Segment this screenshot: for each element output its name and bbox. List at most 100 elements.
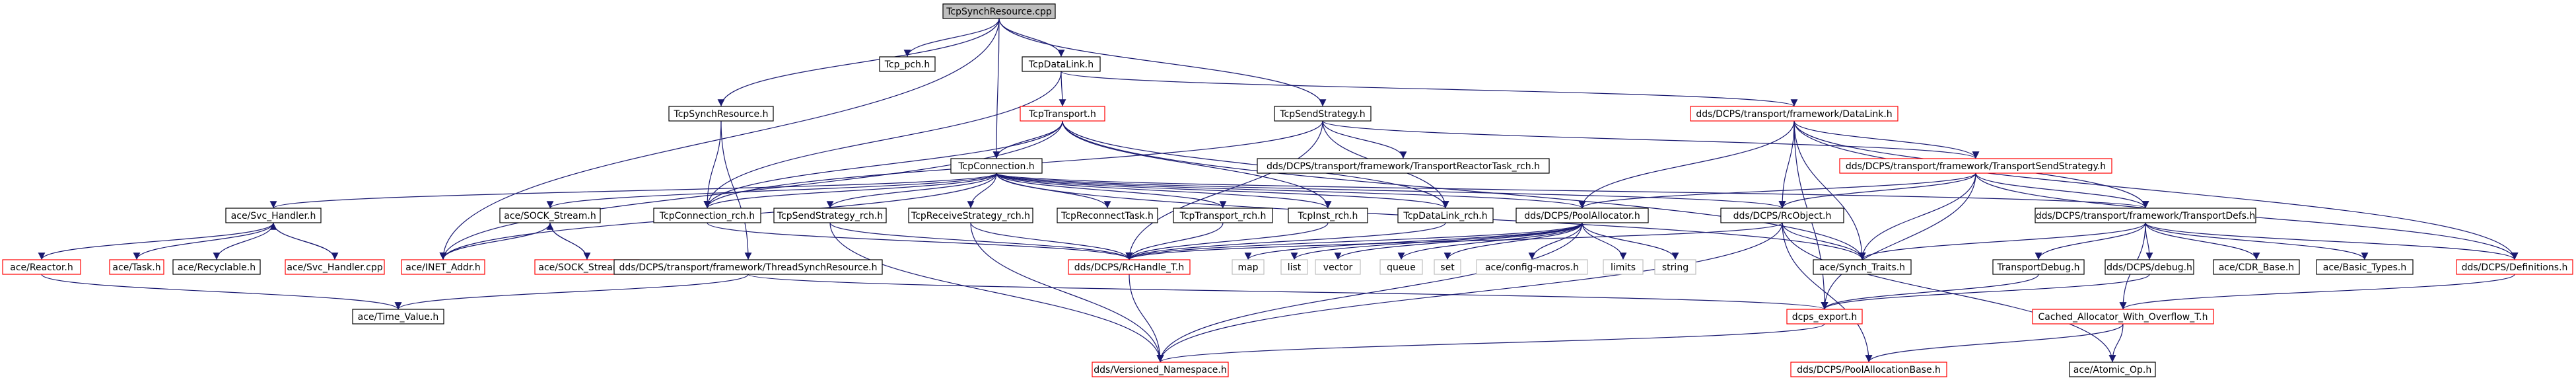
graph-node-task[interactable]: ace/Task.h	[109, 259, 164, 275]
graph-node-tcpinst-rch[interactable]: TcpInst_rch.h	[1288, 208, 1368, 223]
include-edge	[996, 173, 1786, 209]
graph-node-root[interactable]: TcpSynchResource.cpp	[942, 3, 1056, 19]
graph-node-tcpconnection-rch[interactable]: TcpConnection_rch.h	[653, 208, 761, 223]
graph-node-rchandle-t[interactable]: dds/DCPS/RcHandle_T.h	[1068, 259, 1191, 275]
node-box	[1022, 56, 1101, 72]
graph-node-synch-traits[interactable]: ace/Synch_Traits.h	[1813, 259, 1912, 275]
node-box	[2316, 259, 2414, 275]
node-label: dds/DCPS/transport/framework/DataLink.h	[1696, 109, 1892, 120]
include-edge	[1975, 173, 2149, 209]
include-edge	[1290, 222, 1583, 260]
include-edge	[439, 222, 551, 260]
graph-node-tcpdatalink-rch[interactable]: TcpDataLink_rch.h	[1397, 208, 1494, 223]
include-edge	[270, 173, 997, 209]
graph-node-dcps-export[interactable]: dcps_export.h	[1786, 309, 1863, 325]
include-edge	[1125, 222, 1329, 260]
include-edge	[1062, 120, 1332, 209]
node-label: ace/Synch_Traits.h	[1819, 262, 1905, 273]
include-edge	[1125, 120, 1323, 260]
node-label: dds/DCPS/RcHandle_T.h	[1074, 262, 1184, 273]
node-label: TcpInst_rch.h	[1298, 211, 1358, 221]
include-edge	[546, 222, 588, 260]
graph-node-poolallocator[interactable]: dds/DCPS/PoolAllocator.h	[1515, 208, 1649, 223]
node-box	[668, 106, 774, 122]
graph-node-svc-handler[interactable]: ace/Svc_Handler.h	[225, 208, 322, 223]
include-edge	[996, 173, 1227, 209]
include-edge	[1156, 323, 1825, 363]
graph-node-reactor[interactable]: ace/Reactor.h	[2, 259, 81, 275]
graph-node-transportdebug[interactable]: TransportDebug.h	[1992, 259, 2085, 275]
include-edge	[717, 18, 1000, 107]
node-label: dcps_export.h	[1792, 312, 1857, 323]
node-label: TcpDataLink_rch.h	[1403, 211, 1487, 221]
node-box	[1057, 208, 1158, 223]
graph-node-tcpsynchresource[interactable]: TcpSynchResource.h	[668, 106, 774, 122]
include-edge	[38, 222, 274, 260]
graph-node-threadsynchresource[interactable]: dds/DCPS/transport/framework/ThreadSynch…	[613, 259, 883, 275]
node-label: ace/Basic_Types.h	[2323, 262, 2406, 273]
graph-node-definitions[interactable]: dds/DCPS/Definitions.h	[2456, 259, 2573, 275]
graph-node-inet-addr[interactable]: ace/INET_Addr.h	[401, 259, 485, 275]
graph-node-time-value[interactable]: ace/Time_Value.h	[352, 309, 444, 325]
graph-node-tcp-pch[interactable]: Tcp_pch.h	[879, 56, 936, 72]
node-box	[1992, 259, 2085, 275]
graph-node-tcpsendstrategy-rch[interactable]: TcpSendStrategy_rch.h	[773, 208, 887, 223]
graph-node-cached-allocator[interactable]: Cached_Allocator_With_Overflow_T.h	[2032, 309, 2214, 325]
graph-node-tcptransport-rch[interactable]: TcpTransport_rch.h	[1173, 208, 1273, 223]
include-edge	[703, 71, 1062, 209]
graph-node-tcptransport[interactable]: TcpTransport.h	[1020, 106, 1105, 122]
node-box	[1839, 158, 2112, 174]
include-edges	[38, 18, 2519, 363]
graph-node-versioned-namespace[interactable]: dds/Versioned_Namespace.h	[1092, 362, 1229, 377]
graph-node-tcpdatalink[interactable]: TcpDataLink.h	[1022, 56, 1101, 72]
include-edge	[748, 274, 1828, 310]
node-box	[401, 259, 485, 275]
include-edge	[996, 173, 1449, 209]
graph-node-tcpreconnecttask[interactable]: TcpReconnectTask.h	[1057, 208, 1158, 223]
graph-node-basic-types[interactable]: ace/Basic_Types.h	[2316, 259, 2414, 275]
graph-node-fw-reactortask[interactable]: dds/DCPS/transport/framework/TransportRe…	[1257, 158, 1550, 174]
graph-node-fw-sendstrategy[interactable]: dds/DCPS/transport/framework/TransportSe…	[1839, 158, 2112, 174]
node-label: TcpReceiveStrategy_rch.h	[911, 211, 1030, 221]
include-edge	[1444, 222, 1583, 260]
node-label: dds/DCPS/debug.h	[2106, 262, 2192, 273]
include-edge	[1059, 71, 1066, 107]
graph-node-transportdefs[interactable]: dds/DCPS/transport/framework/TransportDe…	[2035, 208, 2256, 223]
node-label: Tcp_pch.h	[884, 59, 930, 70]
graph-node-set: set	[1434, 259, 1461, 275]
graph-node-poolallocationbase[interactable]: dds/DCPS/PoolAllocationBase.h	[1790, 362, 1947, 377]
graph-node-sock-stream[interactable]: ace/SOCK_Stream.h	[499, 208, 601, 223]
include-edge	[996, 173, 2149, 209]
include-edge	[1858, 173, 1976, 260]
node-box	[908, 208, 1033, 223]
node-label: ace/Time_Value.h	[358, 312, 439, 323]
graph-node-dcpsdebug[interactable]: dds/DCPS/debug.h	[2105, 259, 2194, 275]
include-edge	[1322, 120, 1407, 159]
node-box	[1654, 259, 1696, 275]
graph-node-tcpsendstrategy[interactable]: TcpSendStrategy.h	[1274, 106, 1372, 122]
include-edge	[1156, 222, 1783, 363]
node-label: ace/Svc_Handler.cpp	[287, 262, 382, 273]
node-box	[2456, 259, 2573, 275]
node-box	[109, 259, 164, 275]
graph-node-list: list	[1280, 259, 1308, 275]
graph-node-sock-stream-inl[interactable]: ace/SOCK_Stream.inl	[534, 259, 640, 275]
graph-node-recyclable[interactable]: ace/Recyclable.h	[172, 259, 261, 275]
graph-node-svc-handler-cpp[interactable]: ace/Svc_Handler.cpp	[285, 259, 385, 275]
graph-node-tcpreceivestrategy-rch[interactable]: TcpReceiveStrategy_rch.h	[908, 208, 1033, 223]
node-box	[352, 309, 444, 325]
graph-node-fw-datalink[interactable]: dds/DCPS/transport/framework/DataLink.h	[1690, 106, 1898, 122]
graph-node-tcpconnection[interactable]: TcpConnection.h	[950, 158, 1043, 174]
node-box	[1690, 106, 1898, 122]
include-edge	[546, 173, 997, 209]
include-edge	[1821, 274, 2150, 310]
node-box	[1315, 259, 1361, 275]
graph-node-atomic-op[interactable]: ace/Atomic_Op.h	[2069, 362, 2156, 377]
node-box	[950, 158, 1043, 174]
include-edge	[2108, 323, 2124, 363]
include-edge	[1129, 274, 1164, 363]
node-label: TcpSynchResource.h	[674, 109, 769, 120]
graph-node-rcobject[interactable]: dds/DCPS/RcObject.h	[1720, 208, 1844, 223]
graph-node-cdr-base[interactable]: ace/CDR_Base.h	[2213, 259, 2300, 275]
